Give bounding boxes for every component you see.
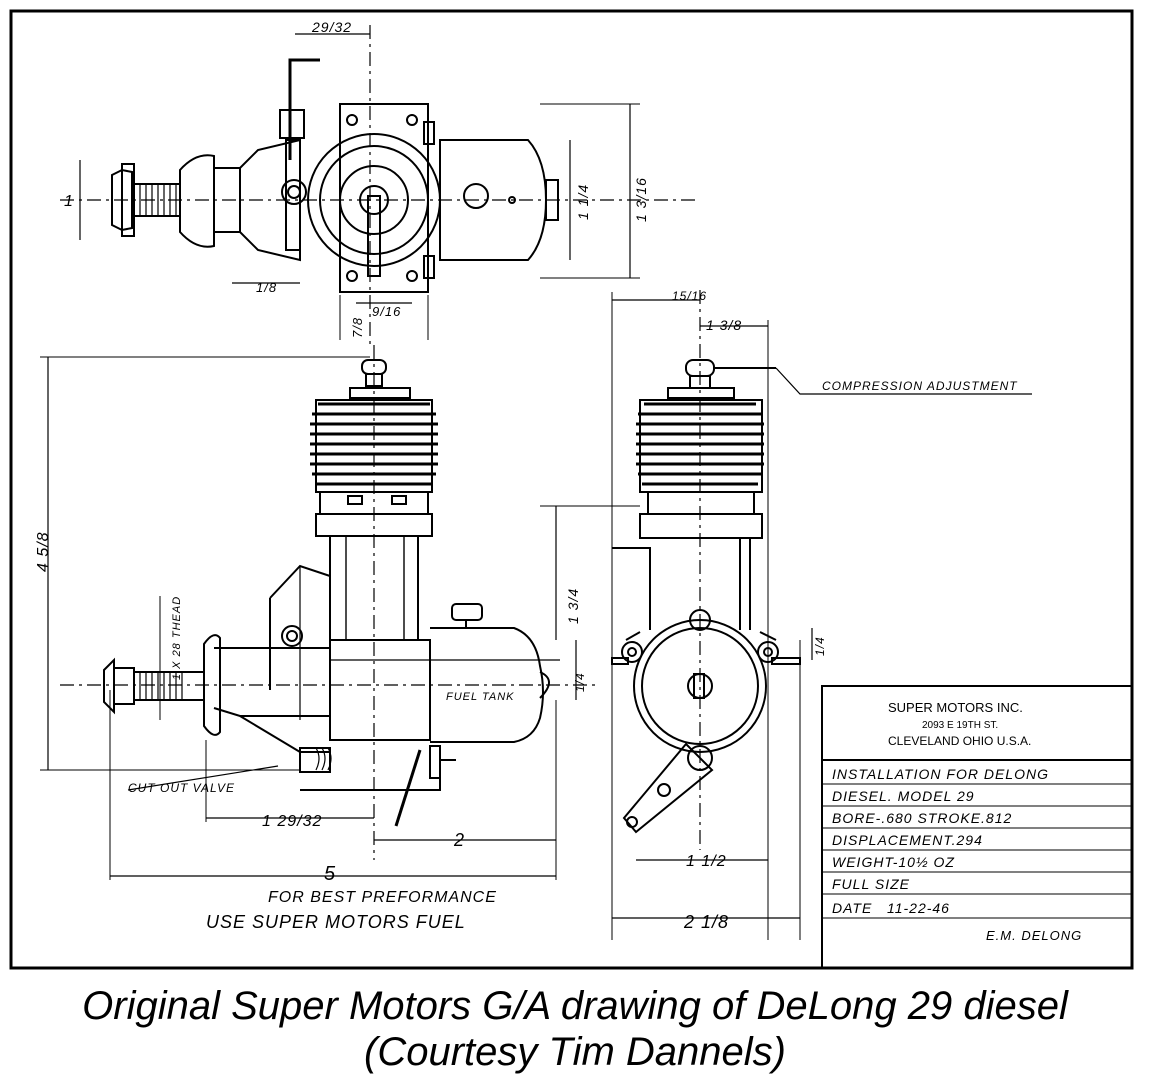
title-city: CLEVELAND OHIO U.S.A. — [888, 734, 1031, 748]
caption-line-2: (Courtesy Tim Dannels) — [364, 1030, 786, 1074]
title-block — [821, 685, 1133, 969]
callout-fuel-tank: FUEL TANK — [446, 691, 515, 703]
dim-mount-width: 1 1/2 — [686, 853, 727, 870]
dim-front-height: 4 5/8 — [35, 531, 52, 572]
dim-flange-right: 1/4 — [813, 636, 827, 656]
title-row-5: WEIGHT-10½ OZ — [832, 854, 955, 870]
dim-cylinder-height: 1 3/4 — [565, 588, 581, 624]
engine-drawing: 29/32 1 1 1/4 1 3/16 1/8 7/8 9/16 — [9, 9, 1134, 970]
callout-cutout: CUT OUT VALVE — [128, 781, 235, 795]
dim-thread-label: 1 X 28 THEAD — [171, 596, 183, 680]
dim-top-bottom-a: 7/8 — [350, 317, 365, 338]
caption-line-1: Original Super Motors G/A drawing of DeL… — [82, 984, 1068, 1028]
top-view — [60, 25, 700, 345]
note-line-1: FOR BEST PREFORMANCE — [268, 889, 497, 906]
title-address: 2093 E 19TH ST. — [922, 720, 998, 731]
dim-overall-length: 5 — [324, 863, 336, 885]
dim-mount-offset: 1 29/32 — [262, 813, 322, 830]
title-row-1: INSTALLATION FOR DELONG — [832, 766, 1049, 782]
dim-flange-left: 1/4 — [573, 672, 587, 692]
dim-top-bottom-b: 9/16 — [372, 304, 401, 319]
dim-top-height-inner: 1 1/4 — [575, 184, 591, 220]
title-row-6: FULL SIZE — [832, 876, 910, 892]
title-company: SUPER MOTORS INC. — [888, 700, 1023, 715]
dim-side-b: 1 3/8 — [706, 317, 742, 333]
title-row-4: DISPLACEMENT.294 — [832, 832, 983, 848]
dim-overall-width: 2 1/8 — [683, 912, 729, 932]
callout-compression: COMPRESSION ADJUSTMENT — [822, 379, 1018, 393]
dim-top-height-left: 1 — [64, 193, 74, 210]
dim-top-height-outer: 1 3/16 — [633, 177, 649, 222]
drawing-border — [9, 9, 1134, 970]
front-view — [40, 345, 640, 880]
dim-top-width: 29/32 — [311, 19, 352, 35]
dim-to-center: 2 — [453, 830, 465, 850]
title-row-2: DIESEL. MODEL 29 — [832, 788, 975, 804]
note-line-2: USE SUPER MOTORS FUEL — [206, 912, 466, 932]
end-view — [611, 290, 1032, 940]
dim-top-offset-small: 1/8 — [256, 280, 277, 295]
title-row-7: DATE 11-22-46 — [832, 900, 950, 916]
title-signature: E.M. DELONG — [986, 928, 1082, 943]
title-row-3: BORE-.680 STROKE.812 — [832, 810, 1012, 826]
dim-side-a: 15/16 — [672, 289, 707, 303]
